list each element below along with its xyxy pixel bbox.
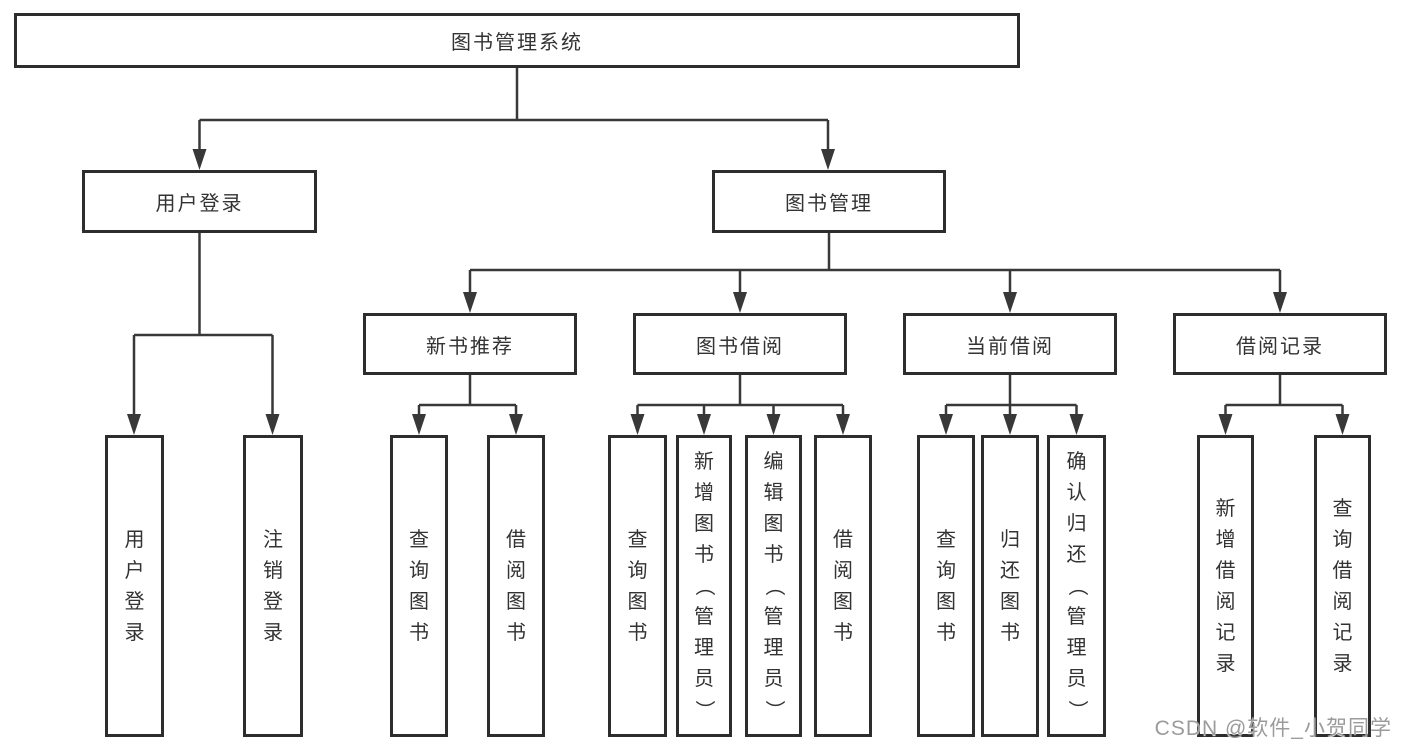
node-borrowing-records: 借阅记录 [1173,313,1387,375]
leaf-add-borrow-record: 新增借阅记录 [1197,435,1254,737]
leaf-label: 编辑图书（管理员） [762,451,785,720]
leaf-return-books: 归还图书 [981,435,1039,737]
leaf-label: 注销登录 [263,528,283,644]
leaf-query-books-recommend: 查询图书 [390,435,448,737]
leaf-label: 查询图书 [936,528,956,644]
leaf-user-login: 用户登录 [105,435,164,737]
node-user-login: 用户登录 [82,170,317,233]
leaf-label: 借阅图书 [833,528,853,644]
node-label: 新书推荐 [426,335,514,358]
leaf-label: 确认归还（管理员） [1065,451,1088,720]
node-label: 借阅记录 [1236,335,1324,358]
node-label: 用户登录 [155,193,244,215]
node-book-borrowing: 图书借阅 [633,313,847,375]
node-book-management: 图书管理 [712,170,946,233]
leaf-label: 查询图书 [409,528,429,644]
leaf-label: 新增借阅记录 [1215,497,1236,675]
leaf-borrow-books: 借阅图书 [814,435,872,737]
leaf-confirm-return-admin: 确认归还（管理员） [1047,435,1106,737]
leaf-label: 查询图书 [627,528,648,644]
leaf-label: 借阅图书 [506,528,526,644]
leaf-label: 查询借阅记录 [1332,497,1353,675]
node-label: 图书管理 [785,193,873,215]
leaf-query-books-current: 查询图书 [917,435,975,737]
leaf-label: 新增图书（管理员） [693,451,715,720]
node-library-management-system: 图书管理系统 [14,13,1020,68]
leaf-add-books-admin: 新增图书（管理员） [676,435,732,737]
node-new-book-recommendation: 新书推荐 [363,313,577,375]
leaf-label: 用户登录 [124,528,145,644]
leaf-borrow-books-recommend: 借阅图书 [487,435,545,737]
leaf-label: 归还图书 [1000,528,1020,644]
leaf-edit-books-admin: 编辑图书（管理员） [745,435,802,737]
node-label: 当前借阅 [966,335,1054,358]
watermark: CSDN @软件_小贺同学 [1154,717,1392,740]
node-label: 图书借阅 [696,335,784,358]
leaf-logout: 注销登录 [243,435,303,737]
leaf-query-borrow-record: 查询借阅记录 [1314,435,1371,737]
node-current-borrowing: 当前借阅 [903,313,1117,375]
leaf-query-books-borrowing: 查询图书 [608,435,667,737]
node-label: 图书管理系统 [451,32,583,54]
